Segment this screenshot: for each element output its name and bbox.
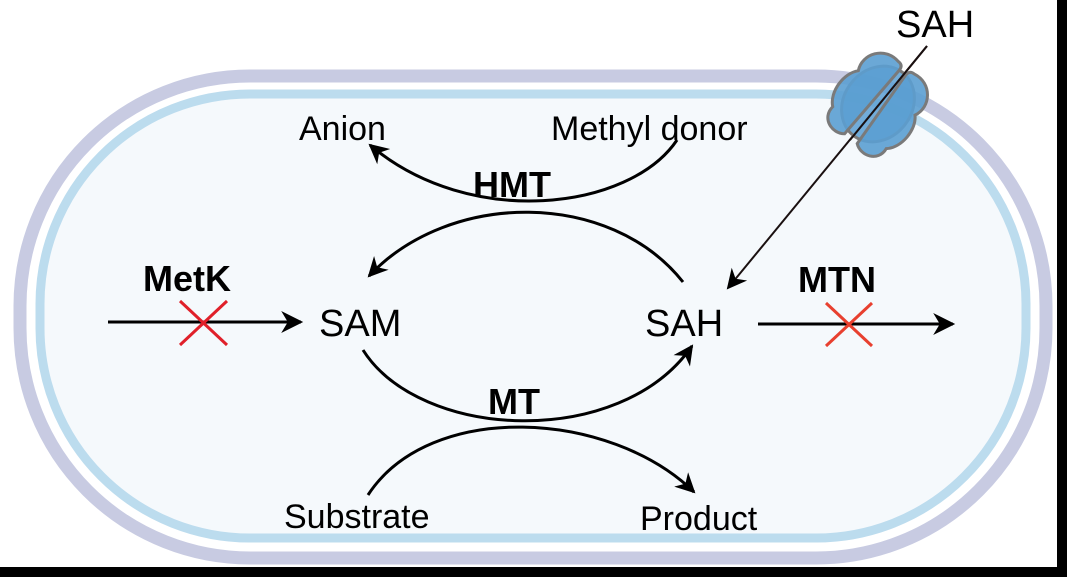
mt-sam-to-sah-arrow <box>361 344 694 423</box>
mt-substrate-to-product-arrow <box>366 425 696 496</box>
hmt-enzyme-label: HMT <box>473 164 551 205</box>
figure-canvas: SAH Anion Methyl donor HMT MetK SAM SAH … <box>0 0 1057 567</box>
mtn-inhibition-cross-icon <box>824 301 874 348</box>
substrate-label: Substrate <box>284 498 430 536</box>
sah-external-label: SAH <box>896 4 974 46</box>
hmt-sah-to-sam-arrow <box>367 210 685 283</box>
sah-node-label: SAH <box>645 303 723 345</box>
mtn-enzyme-label: MTN <box>798 259 876 300</box>
inner-membrane <box>35 89 1031 543</box>
outer-membrane <box>13 69 1053 565</box>
metk-enzyme-label: MetK <box>143 258 231 299</box>
metk-inhibition-cross-icon <box>178 299 229 347</box>
mt-enzyme-label: MT <box>488 381 540 422</box>
hmt-methyl-donor-to-anion-arrow <box>368 139 679 203</box>
sam-node-label: SAM <box>319 303 401 345</box>
product-label: Product <box>640 500 758 538</box>
sah-import-line-overlay <box>849 45 928 141</box>
methyl-donor-label: Methyl donor <box>551 110 748 148</box>
pathway-diagram: SAH Anion Methyl donor HMT MetK SAM SAH … <box>13 4 1053 565</box>
anion-label: Anion <box>299 110 386 148</box>
